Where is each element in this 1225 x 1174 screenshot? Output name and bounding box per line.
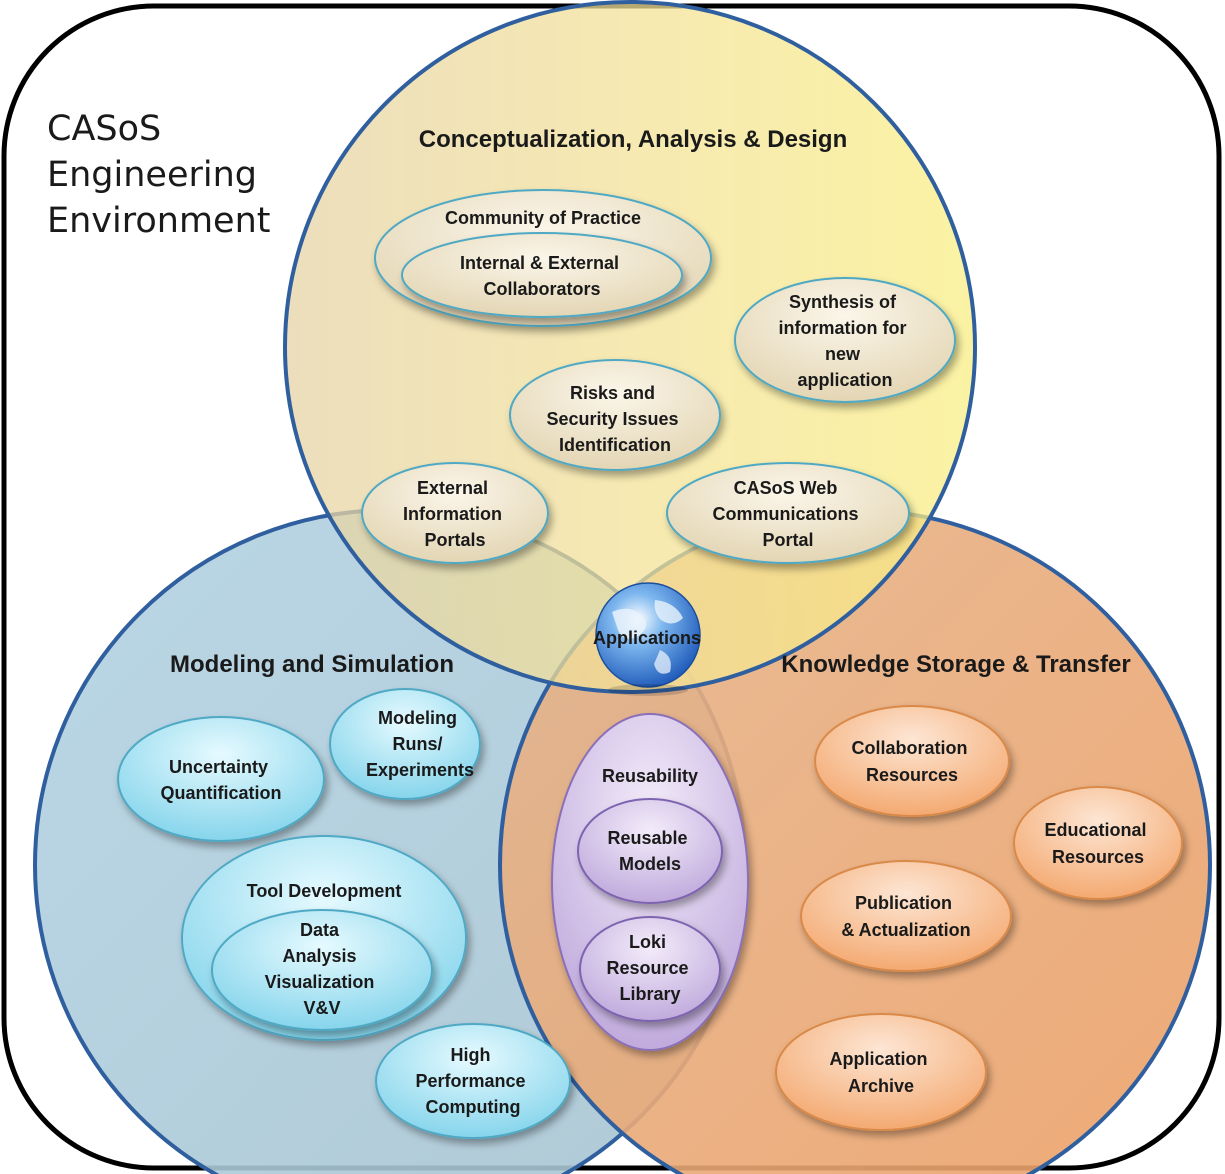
svg-text:Data Analysis Visu: Data Analysis Visualization V&V xyxy=(265,920,380,1018)
svg-text:External Information: External Information Portals xyxy=(403,478,507,550)
svg-text:Internal & External Coll: Internal & External Collaborators xyxy=(460,253,624,299)
applications-label: Applications xyxy=(593,628,701,648)
circle-title-conceptualization: Conceptualization, Analysis & Design xyxy=(419,126,848,153)
node-data-analysis: Data Analysis Visualization V&V xyxy=(211,909,433,1031)
svg-text:Community of Practice: Community of Practice xyxy=(445,208,641,228)
node-uncertainty: Uncertainty Quantification xyxy=(117,716,325,842)
node-application-archive: Application Archive xyxy=(775,1013,987,1131)
node-hpc: High Performance Computing xyxy=(375,1023,571,1139)
environment-title: CASoS Engineering Environment xyxy=(47,109,270,241)
node-collaborators: Internal & External Collaborators xyxy=(401,232,683,318)
node-reusable-models: Reusable Models xyxy=(577,798,723,904)
node-external-portals: External Information Portals xyxy=(361,462,549,564)
node-publication: Publication & Actualization xyxy=(800,860,1012,972)
svg-text:Loki Resource Libr: Loki Resource Library xyxy=(606,932,693,1004)
circle-title-knowledge: Knowledge Storage & Transfer xyxy=(781,651,1130,678)
circle-title-modeling: Modeling and Simulation xyxy=(170,651,454,678)
svg-text:Modeling Runs/ Exp: Modeling Runs/ Experiments xyxy=(366,708,474,780)
svg-text:Tool Development: Tool Development xyxy=(247,881,402,901)
svg-text:Collaboration Resources: Collaboration Resources xyxy=(851,738,972,785)
node-loki: Loki Resource Library xyxy=(579,916,721,1022)
svg-text:Reusability: Reusability xyxy=(602,766,698,786)
svg-text:Risks and Security Issue: Risks and Security Issues Identification xyxy=(546,383,683,455)
node-risks: Risks and Security Issues Identification xyxy=(509,359,721,471)
svg-text:Reusable Models: Reusable Models xyxy=(607,828,692,874)
node-educational-resources: Educational Resources xyxy=(1013,786,1183,900)
node-synthesis: Synthesis of information for new applica… xyxy=(734,277,956,403)
node-web-portal: CASoS Web Communications Portal xyxy=(666,462,910,564)
svg-text:Publication & Actualizat: Publication & Actualization xyxy=(841,893,970,940)
node-modeling-runs: Modeling Runs/ Experiments xyxy=(329,688,481,800)
svg-text:Synthesis of information: Synthesis of information for new applica… xyxy=(778,292,911,390)
node-collaboration-resources: Collaboration Resources xyxy=(814,705,1010,817)
svg-text:CASoS Web Communications: CASoS Web Communications Portal xyxy=(712,478,863,550)
svg-text:Uncertainty Quantificati: Uncertainty Quantification xyxy=(161,757,282,803)
svg-text:High Performance C: High Performance Computing xyxy=(415,1045,530,1117)
svg-text:Application Archive: Application Archive xyxy=(829,1049,932,1096)
svg-text:Educational Resources: Educational Resources xyxy=(1044,820,1151,867)
globe-icon xyxy=(595,582,701,696)
